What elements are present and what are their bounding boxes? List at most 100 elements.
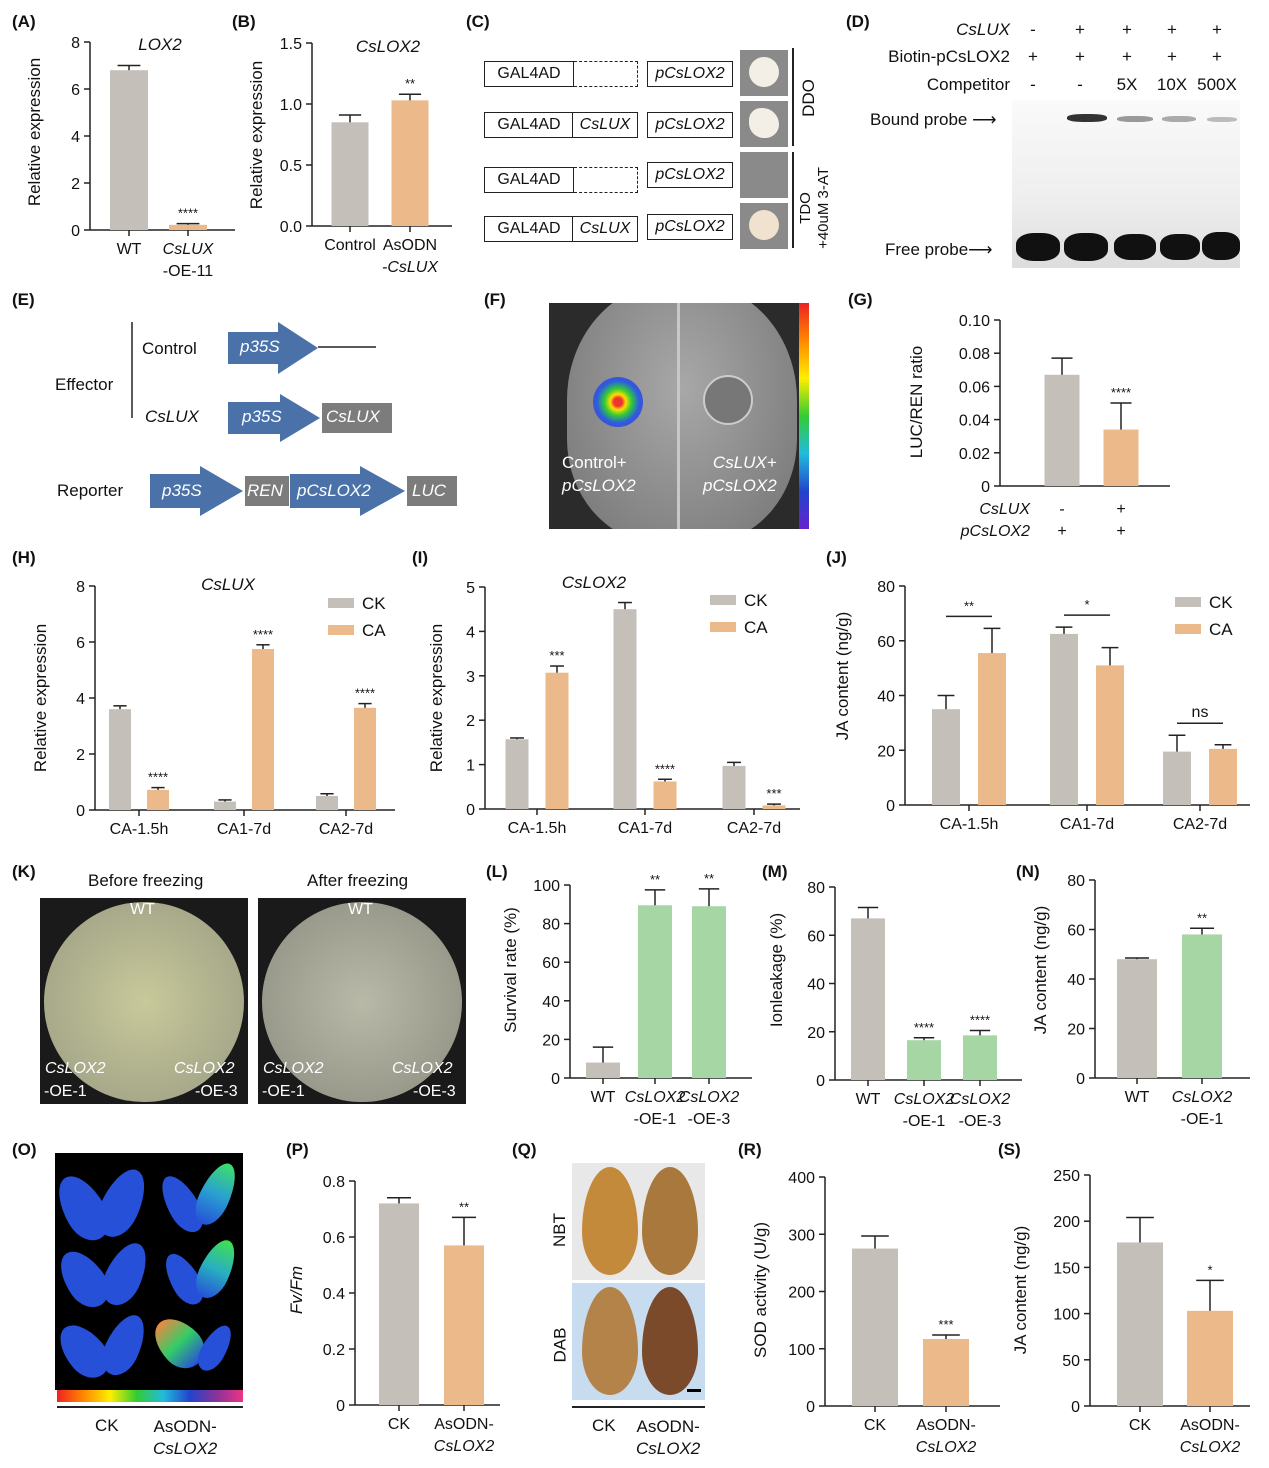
p35s-promoter-arrow [228, 394, 320, 442]
x-tick-label: AsODN- [434, 1416, 494, 1433]
bar [169, 224, 207, 230]
bar [851, 918, 885, 1080]
bar [762, 805, 786, 809]
bar [613, 609, 637, 809]
y-tick-label: 300 [788, 1227, 815, 1244]
emsa-lane-value: 500X [1197, 75, 1237, 94]
arrow-right-icon: ⟶ [972, 110, 997, 129]
significance-label: **** [178, 206, 198, 221]
x-tick-label: CA2-7d [727, 820, 781, 837]
x-tick-label: CsLOX2 [679, 1089, 740, 1106]
bar [1103, 429, 1139, 486]
yeast-colony-image [740, 203, 788, 249]
yeast-colony-image [740, 50, 788, 96]
y-axis-label: LUC/REN ratio [907, 346, 926, 458]
legend-label: CK [362, 594, 386, 613]
free-probe-text: Free probe [885, 240, 969, 259]
fluorescence-color-scale [57, 1390, 243, 1402]
csllux-effector-label: CsLUX [145, 407, 199, 426]
y-tick-label: 4 [71, 129, 80, 146]
emsa-lane-value: + [1212, 47, 1222, 66]
plate-after-image: WT CsLOX2 -OE-1 CsLOX2 -OE-3 [258, 898, 466, 1104]
gal4ad-box: GAL4AD [484, 167, 574, 193]
significance-label: * [1207, 1262, 1212, 1277]
nbt-stain-image [572, 1163, 705, 1280]
p35s-label: p35S [162, 481, 202, 500]
y-axis-label: Relative expression [31, 624, 50, 772]
x-tick-label: CsLOX2 [1180, 1439, 1241, 1456]
treated-leaf [642, 1167, 698, 1275]
oe-label: CsLOX2 [392, 1060, 453, 1077]
x-tick-label: CsLOX2 [916, 1439, 977, 1456]
bar [147, 789, 169, 810]
y-tick-label: 150 [1053, 1260, 1080, 1277]
significance-label: ** [405, 76, 415, 91]
legend-swatch [1175, 597, 1201, 607]
y-tick-label: 0.0 [280, 219, 302, 236]
label-line: CsLOX2 [636, 1439, 701, 1458]
y-tick-label: 60 [807, 928, 825, 945]
plate-before-image: WT CsLOX2 -OE-1 CsLOX2 -OE-3 [40, 898, 248, 1104]
after-freezing-label: After freezing [307, 871, 409, 890]
pcslox2-label: pCsLOX2 [297, 481, 371, 500]
y-tick-label: 0.06 [959, 379, 990, 396]
bound-band [1117, 116, 1153, 122]
y-tick-label: 0 [981, 479, 990, 496]
bar [354, 707, 376, 810]
x-tick-label: -OE-3 [959, 1113, 1002, 1130]
bound-probe-label: Bound probe ⟶ [870, 110, 996, 130]
panel-label-g: (G) [848, 290, 873, 309]
emsa-lane-value: 10X [1156, 75, 1188, 94]
p35s-promoter-arrow [150, 466, 243, 516]
bar [391, 100, 429, 226]
bound-band [1067, 114, 1107, 122]
bait-box: pCsLOX2 [647, 162, 733, 188]
free-band [1016, 233, 1060, 261]
y-tick-label: 100 [1053, 1307, 1080, 1324]
emsa-lane-value: - [1077, 75, 1083, 94]
prey-box: CsLUX [572, 112, 638, 138]
y-axis-label: JA content (ng/g) [1011, 1226, 1030, 1355]
petri-dish [44, 902, 244, 1102]
panel-label-l: (L) [486, 862, 508, 881]
bar [722, 765, 746, 809]
dab-stain-image [572, 1283, 705, 1400]
empty-prey-box [574, 167, 638, 193]
y-tick-label: 60 [877, 634, 895, 651]
significance-label: ns [1192, 704, 1209, 721]
biotin-label: Biotin-pCsLOX2 [888, 47, 1010, 66]
bar [252, 649, 274, 810]
pcslox2-promoter-arrow [290, 466, 405, 516]
oe3-label: -OE-3 [195, 1083, 238, 1100]
legend-swatch [710, 595, 736, 605]
y-tick-label: 80 [807, 880, 825, 897]
y-tick-label: 0.04 [959, 413, 990, 430]
y-tick-label: 80 [542, 917, 560, 934]
significance-label: *** [938, 1317, 953, 1332]
y-tick-label: 20 [542, 1032, 560, 1049]
yeast-colony-image [740, 101, 788, 147]
asodn-label: AsODN- CsLOX2 [636, 1416, 700, 1460]
emsa-lane-value: - [1030, 20, 1036, 39]
x-tick-label: CsLOX2 [434, 1438, 495, 1455]
prey-box: CsLUX [572, 216, 638, 242]
y-tick-label: 8 [71, 35, 80, 52]
panel-f-luc-image: Control+ pCsLOX2 CsLUX+ pCsLOX2 [549, 303, 809, 529]
luc-label: LUC [412, 481, 447, 500]
x-tick-label: CsLOX2 [625, 1089, 686, 1106]
bar [1117, 1242, 1163, 1406]
luc-signal-spot [593, 377, 643, 427]
bar [379, 1203, 419, 1405]
csllux-box-label: CsLUX [326, 407, 380, 426]
ck-label: CK [592, 1416, 616, 1435]
chart-title: LOX2 [138, 35, 182, 54]
y-tick-label: 20 [877, 743, 895, 760]
bar [545, 672, 569, 809]
y-tick-label: 0 [71, 223, 80, 240]
significance-label: ** [459, 1199, 469, 1214]
x-table-value: + [1116, 523, 1125, 540]
chart-title: CsLOX2 [356, 37, 421, 56]
y-tick-label: 0 [1071, 1399, 1080, 1416]
